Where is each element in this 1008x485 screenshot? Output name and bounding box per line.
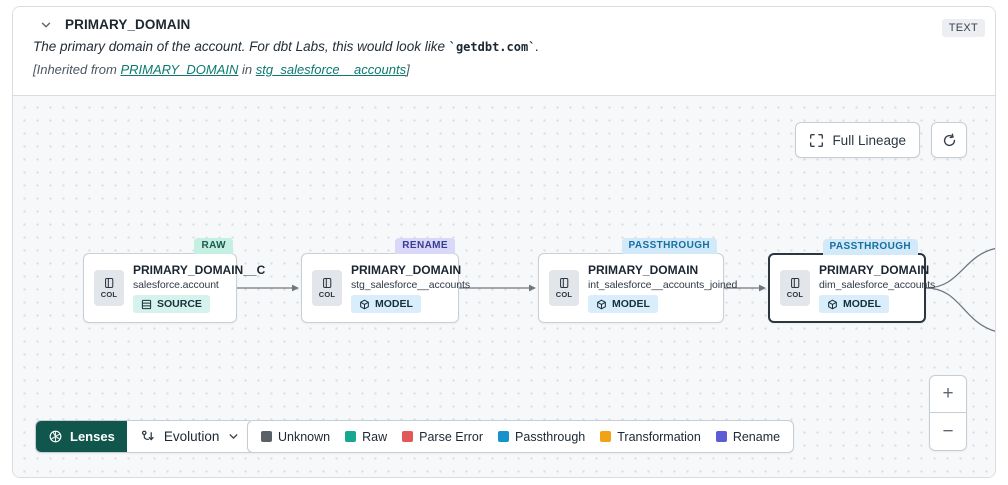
legend-swatch <box>345 431 357 442</box>
legend-swatch <box>261 431 272 442</box>
legend-item-rename: Rename <box>715 430 780 444</box>
lineage-node-source[interactable]: RAW COL PRIMARY_DOMAIN__C salesforce.acc… <box>83 238 265 323</box>
expand-corners-icon <box>810 133 824 147</box>
database-icon <box>141 299 152 309</box>
lineage-canvas[interactable]: Full Lineage RAW COL PRIMARY_DOMAIN__C s… <box>13 95 995 477</box>
cube-icon <box>597 299 606 309</box>
legend-swatch <box>498 431 510 442</box>
full-lineage-label: Full Lineage <box>832 132 906 148</box>
aperture-icon <box>49 430 62 443</box>
refresh-icon <box>943 133 955 146</box>
evolution-status-badge: PASSTHROUGH <box>822 239 918 255</box>
code-snippet: `getdbt.com` <box>448 40 536 54</box>
resource-type-badge: MODEL <box>351 295 421 313</box>
inherited-model-link[interactable]: stg_salesforce__accounts <box>255 62 407 77</box>
lenses-control: Lenses Evolution <box>35 420 255 453</box>
cube-icon <box>828 299 837 309</box>
legend-item-unknown: Unknown <box>261 430 330 444</box>
column-chip: COL <box>312 270 342 306</box>
lineage-node-staging[interactable]: RENAME COL PRIMARY_DOMAIN stg_salesforce… <box>301 238 470 323</box>
column-lineage-panel: PRIMARY_DOMAIN TEXT The primary domain o… <box>12 6 996 478</box>
node-subtitle: stg_salesforce__accounts <box>351 279 471 291</box>
node-title: PRIMARY_DOMAIN <box>351 263 462 277</box>
resource-type-badge: MODEL <box>588 295 658 313</box>
column-title: PRIMARY_DOMAIN <box>65 17 191 32</box>
column-icon <box>323 278 332 288</box>
zoom-out-button[interactable]: − <box>942 420 954 442</box>
resource-type-badge: SOURCE <box>133 295 210 313</box>
zoom-controls: + − <box>929 375 967 451</box>
legend-item-raw: Raw <box>345 430 387 444</box>
legend-item-parse-error: Parse Error <box>402 430 483 444</box>
refresh-button[interactable] <box>931 122 967 158</box>
evolution-status-badge: PASSTHROUGH <box>621 238 717 254</box>
data-type-badge: TEXT <box>941 19 985 37</box>
node-title: PRIMARY_DOMAIN <box>588 263 699 277</box>
chevron-down-icon <box>229 434 238 439</box>
evolution-lens-dropdown[interactable]: Evolution <box>126 421 254 452</box>
node-subtitle: salesforce.account <box>133 279 219 291</box>
lineage-node-intermediate[interactable]: PASSTHROUGH COL PRIMARY_DOMAIN int_sales… <box>538 238 737 323</box>
cube-icon <box>360 299 369 309</box>
column-chip: COL <box>549 270 579 306</box>
node-subtitle: int_salesforce__accounts_joined <box>588 279 738 291</box>
evolution-status-badge: RENAME <box>395 238 455 254</box>
legend-swatch <box>715 431 727 442</box>
node-title: PRIMARY_DOMAIN <box>819 263 930 277</box>
column-description: The primary domain of the account. For d… <box>33 39 540 54</box>
evolution-route-icon <box>141 430 154 441</box>
lenses-label: Lenses <box>70 429 115 444</box>
evolution-status-badge: RAW <box>194 238 233 254</box>
evolution-legend: Unknown Raw Parse Error Passthrough Tran… <box>247 420 795 453</box>
legend-item-transformation: Transformation <box>600 430 701 444</box>
node-subtitle: dim_salesforce_accounts <box>819 279 936 291</box>
lenses-button[interactable]: Lenses <box>36 421 127 452</box>
legend-swatch <box>402 431 414 442</box>
lineage-node-dim-selected[interactable]: PASSTHROUGH COL PRIMARY_DOMAIN dim_sales… <box>768 239 935 323</box>
evolution-label: Evolution <box>163 429 220 444</box>
collapse-chevron-icon[interactable] <box>39 18 53 32</box>
column-icon <box>791 278 800 288</box>
column-chip: COL <box>94 270 124 306</box>
inherited-column-link[interactable]: PRIMARY_DOMAIN <box>120 62 239 77</box>
resource-type-badge: MODEL <box>819 295 889 313</box>
inherited-from-note: [Inherited from PRIMARY_DOMAIN in stg_sa… <box>33 62 410 77</box>
column-header: PRIMARY_DOMAIN TEXT The primary domain o… <box>13 7 995 95</box>
column-chip: COL <box>780 270 810 306</box>
node-title: PRIMARY_DOMAIN__C <box>133 263 266 277</box>
legend-item-passthrough: Passthrough <box>498 430 585 444</box>
legend-swatch <box>600 431 612 442</box>
zoom-in-button[interactable]: + <box>930 376 966 413</box>
column-icon <box>560 278 569 288</box>
full-lineage-button[interactable]: Full Lineage <box>795 122 920 158</box>
column-icon <box>105 278 114 288</box>
